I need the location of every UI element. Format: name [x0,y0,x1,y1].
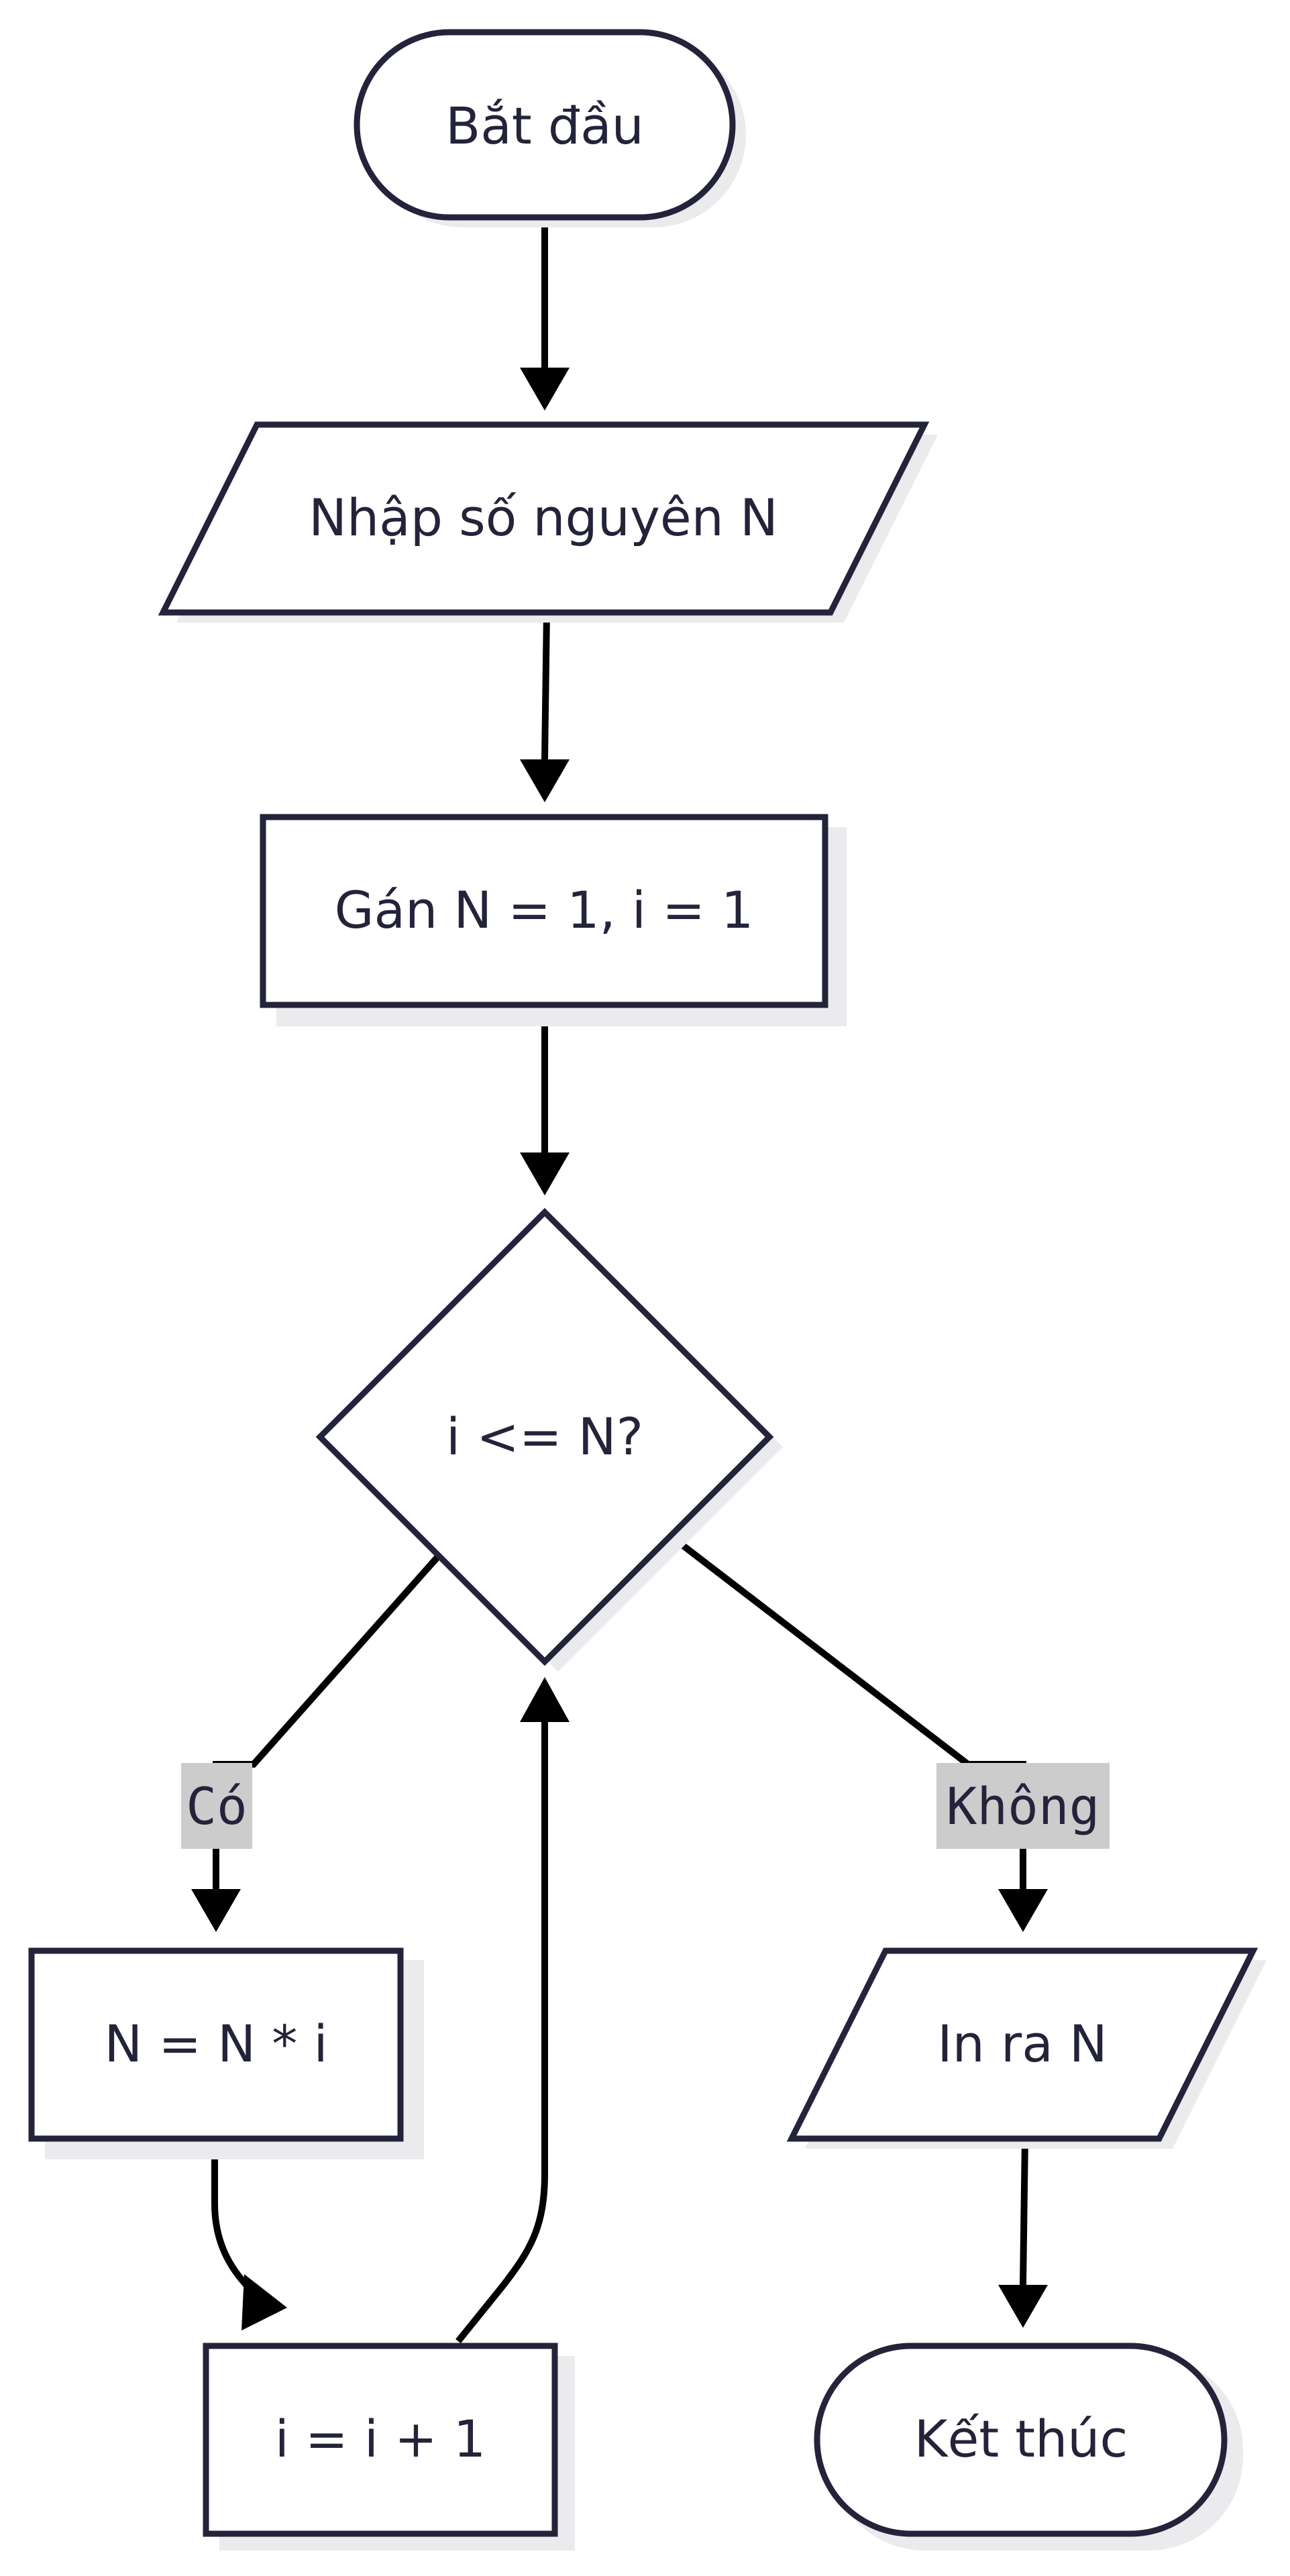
arrowhead-multiply-to-increment [241,2274,287,2330]
arrowhead-start-to-input [520,368,570,411]
output-node: In ra N [786,1947,1267,2149]
increment-label: i = i + 1 [275,2409,486,2469]
edge-label-no-text: Không [947,1776,1100,1836]
condition-label: i <= N? [446,1407,643,1466]
edge-input-to-init [541,612,550,760]
arrowhead-output-to-end [998,2285,1048,2328]
end-node: Kết thúc [814,2343,1243,2551]
arrowhead-init-to-condition [520,1152,570,1195]
input-node: Nhập số nguyên N [158,421,938,623]
edge-increment-to-condition [455,1722,548,2344]
edge-multiply-to-increment [211,2139,264,2302]
arrowhead-condition-to-multiply [191,1889,241,1932]
init-node: Gán N = 1, i = 1 [260,814,847,1026]
condition-node: i <= N? [315,1208,783,1672]
edge-label-yes-text: Có [186,1776,248,1836]
multiply-node: N = N * i [28,1947,424,2159]
arrowhead-condition-to-output [998,1889,1048,1932]
increment-node: i = i + 1 [203,2343,575,2551]
edge-label-yes: Có [181,1763,252,1849]
edge-label-no: Không [936,1763,1110,1849]
end-label: Kết thúc [914,2409,1128,2469]
init-label: Gán N = 1, i = 1 [335,880,754,940]
start-label: Bắt đầu [445,96,644,156]
input-label: Nhập số nguyên N [309,488,778,547]
output-label: In ra N [937,2014,1108,2074]
multiply-label: N = N * i [104,2014,327,2074]
arrowhead-increment-to-condition [520,1677,570,1722]
edge-output-to-end [1020,2138,1028,2286]
start-node: Bắt đầu [354,29,746,227]
arrowhead-input-to-init [520,759,570,802]
